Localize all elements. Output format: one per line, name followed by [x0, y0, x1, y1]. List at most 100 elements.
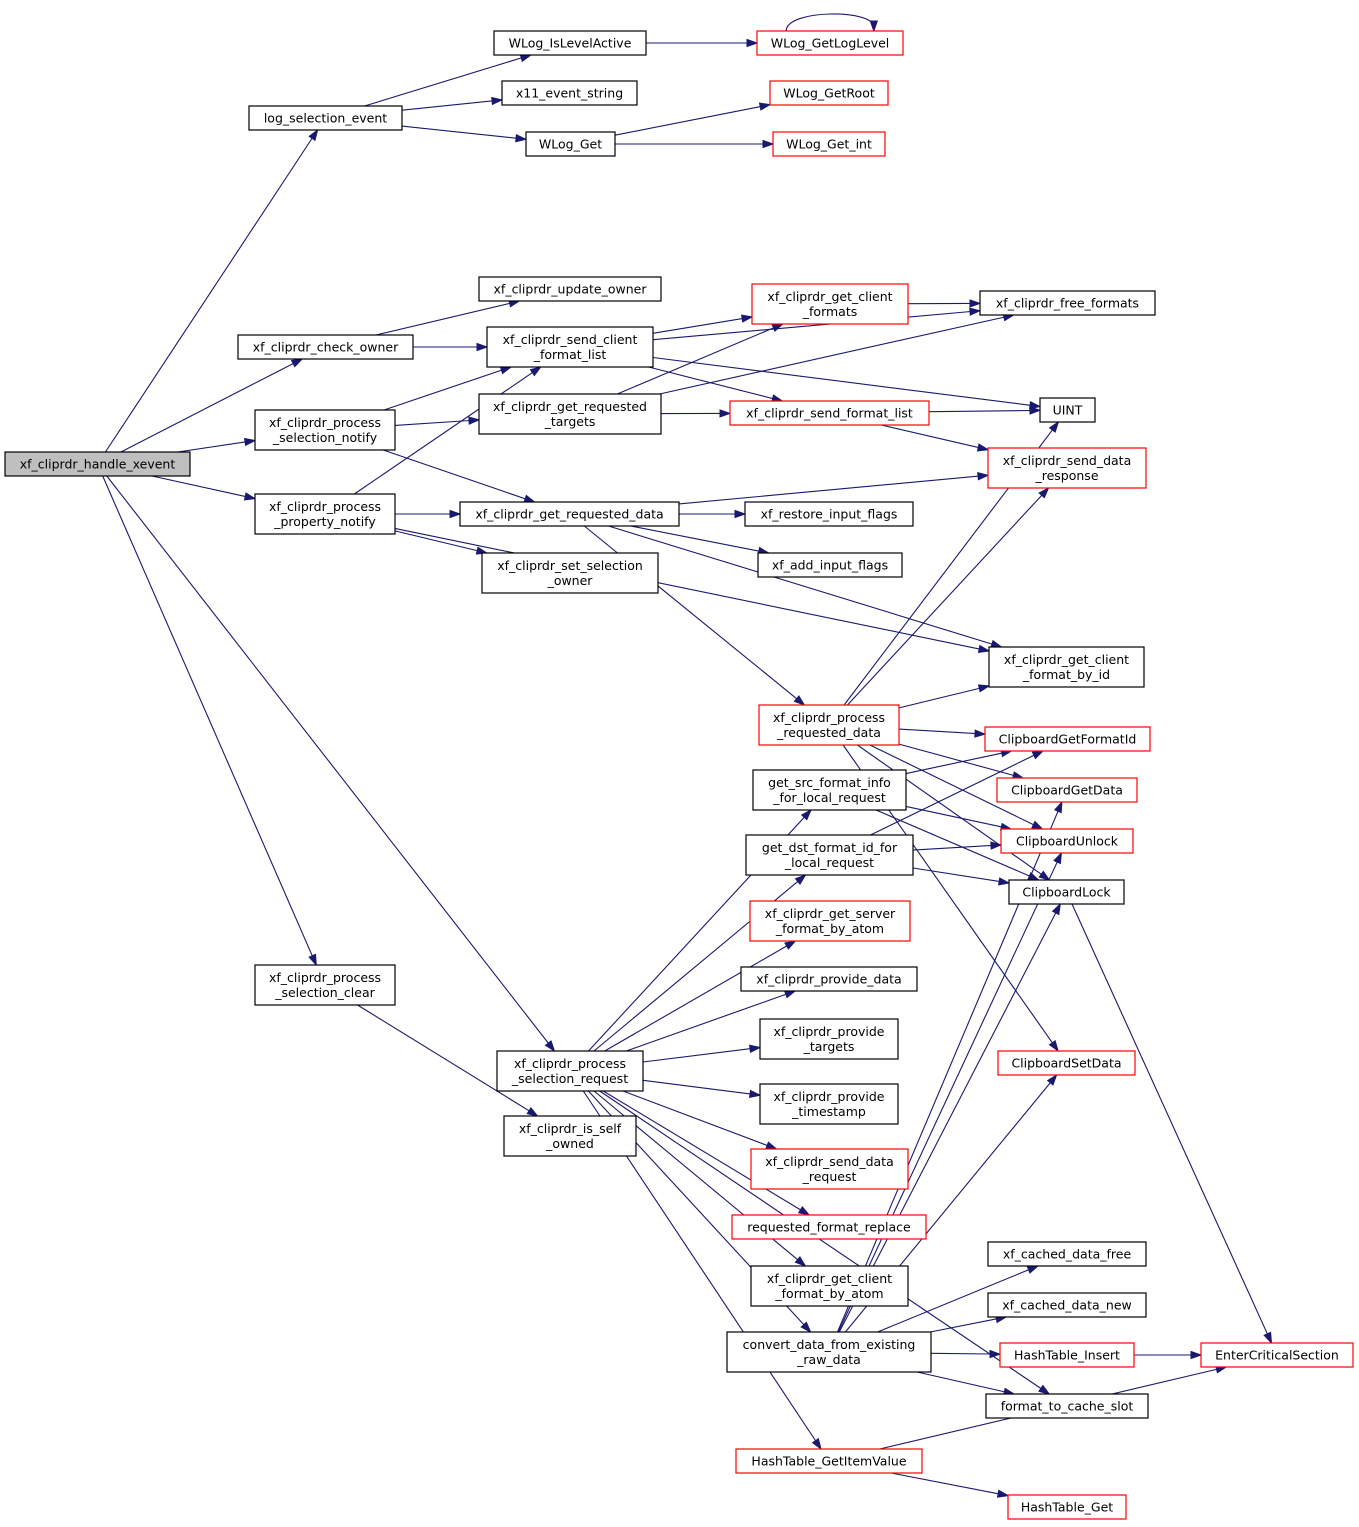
edge-chk_owner-to-send_cfl: [413, 342, 489, 352]
node-wlog-getint[interactable]: WLog_Get_int: [772, 131, 886, 157]
edge-proc_sr-to-prov_tg: [642, 1044, 762, 1063]
node-label: xf_cliprdr_get_client: [1004, 652, 1129, 667]
edge-line: [353, 371, 534, 495]
node-proc-sn[interactable]: xf_cliprdr_process_selection_notify: [254, 409, 396, 451]
node-root[interactable]: xf_cliprdr_handle_xevent: [4, 451, 191, 477]
edge-arrowhead: [990, 841, 1003, 850]
node-x11-str[interactable]: x11_event_string: [501, 80, 638, 106]
edge-line: [838, 911, 1057, 1333]
node-cb-setdata[interactable]: ClipboardSetData: [997, 1050, 1136, 1076]
node-label: HashTable_GetItemValue: [751, 1454, 906, 1469]
node-ht-get[interactable]: HashTable_Get: [1007, 1494, 1127, 1520]
node-get-cfid[interactable]: xf_cliprdr_get_client_format_by_id: [988, 646, 1145, 688]
node-box: [237, 334, 414, 360]
edge-line: [1071, 903, 1269, 1336]
node-cb-unlock[interactable]: ClipboardUnlock: [1000, 828, 1134, 854]
node-box: [731, 1214, 927, 1240]
node-wlog-get[interactable]: WLog_Get: [525, 131, 616, 157]
node-dst-fid[interactable]: get_dst_format_id_for_local_request: [745, 834, 914, 876]
node-box: [988, 646, 1145, 688]
edge-proc_sn-to-get_rt: [394, 416, 481, 426]
node-uint[interactable]: UINT: [1039, 397, 1096, 423]
node-label: xf_restore_input_flags: [761, 507, 898, 522]
edge-line: [869, 744, 1035, 826]
node-cached-new[interactable]: xf_cached_data_new: [987, 1292, 1147, 1318]
node-send-dr[interactable]: xf_cliprdr_send_data_response: [987, 447, 1147, 489]
node-restore-if[interactable]: xf_restore_input_flags: [744, 501, 914, 527]
edge-arrowhead: [1031, 820, 1044, 830]
edge-arrowhead: [749, 1089, 762, 1099]
node-label: xf_cliprdr_process: [773, 710, 885, 725]
edge-line: [785, 13, 875, 32]
node-get-cfa[interactable]: xf_cliprdr_get_client_format_by_atom: [750, 1265, 909, 1307]
node-label: _format_list: [533, 347, 607, 362]
edge-get_rd-to-restore_if: [679, 509, 747, 519]
edge-arrowhead: [449, 509, 462, 519]
node-label: xf_cliprdr_get_client: [767, 289, 892, 304]
node-add-if[interactable]: xf_add_input_flags: [757, 552, 903, 578]
node-proc-rd[interactable]: xf_cliprdr_process_requested_data: [758, 704, 900, 746]
edge-send_cfl-to-free_fmt: [652, 307, 982, 341]
node-send-fl[interactable]: xf_cliprdr_send_format_list: [729, 400, 930, 426]
node-prov-tg[interactable]: xf_cliprdr_provide_targets: [759, 1018, 899, 1060]
edge-line: [652, 356, 1032, 406]
edges-layer: [102, 13, 1273, 1498]
node-label: WLog_Get: [539, 137, 602, 152]
node-cb-getdata[interactable]: ClipboardGetData: [996, 777, 1138, 803]
edge-conv_data-to-fmt_cache: [916, 1371, 1016, 1396]
node-cb-getfid[interactable]: ClipboardGetFormatId: [984, 726, 1151, 752]
node-enter-cs[interactable]: EnterCriticalSection: [1200, 1342, 1354, 1368]
node-send-cfl[interactable]: xf_cliprdr_send_client_format_list: [486, 326, 654, 368]
node-proc-pn[interactable]: xf_cliprdr_process_property_notify: [254, 493, 396, 535]
node-log-sel[interactable]: log_selection_event: [248, 105, 403, 131]
node-src-fi[interactable]: get_src_format_info_for_local_request: [752, 769, 907, 811]
node-set-so[interactable]: xf_cliprdr_set_selection_owner: [481, 552, 659, 594]
edge-line: [617, 326, 775, 395]
edge-line: [877, 1268, 1030, 1333]
node-get-cfmt[interactable]: xf_cliprdr_get_client_formats: [751, 283, 909, 325]
node-ht-insert[interactable]: HashTable_Insert: [999, 1342, 1135, 1368]
edge-send_cfl-to-get_cfmt: [652, 314, 754, 334]
edge-line: [912, 867, 1001, 883]
node-get-sfa[interactable]: xf_cliprdr_get_server_format_by_atom: [749, 900, 911, 942]
edge-line: [401, 125, 518, 139]
node-upd-owner[interactable]: xf_cliprdr_update_owner: [478, 276, 662, 302]
node-req-fr[interactable]: requested_format_replace: [731, 1214, 927, 1240]
node-label: xf_cliprdr_check_owner: [253, 340, 399, 355]
node-box: [525, 131, 616, 157]
edge-arrowhead: [974, 729, 987, 738]
node-wlog-islevel[interactable]: WLog_IsLevelActive: [493, 30, 647, 56]
node-prov-data[interactable]: xf_cliprdr_provide_data: [740, 966, 918, 992]
edge-arrowhead: [996, 1489, 1010, 1498]
node-fmt-cache[interactable]: format_to_cache_slot: [985, 1393, 1149, 1419]
edge-arrowhead: [797, 1205, 811, 1216]
node-get-rt[interactable]: xf_cliprdr_get_requested_targets: [478, 393, 662, 435]
edge-proc_sr-to-send_dreq: [622, 1090, 778, 1150]
node-label: _format_by_atom: [775, 921, 884, 936]
edge-line: [905, 752, 1003, 775]
node-wlog-getlevel[interactable]: WLog_GetLogLevel: [756, 30, 904, 56]
node-label: xf_cliprdr_get_requested_data: [475, 507, 663, 522]
node-cached-free[interactable]: xf_cached_data_free: [987, 1241, 1147, 1267]
node-label: _property_notify: [273, 514, 376, 529]
node-ht-getiv[interactable]: HashTable_GetItemValue: [735, 1448, 923, 1474]
node-cb-lock[interactable]: ClipboardLock: [1008, 879, 1125, 905]
node-free-fmt[interactable]: xf_cliprdr_free_formats: [979, 290, 1156, 316]
node-label: xf_cliprdr_update_owner: [494, 282, 648, 297]
node-wlog-getroot[interactable]: WLog_GetRoot: [769, 80, 889, 106]
edge-root-to-log_sel: [104, 128, 319, 453]
node-prov-ts[interactable]: xf_cliprdr_provide_timestamp: [759, 1083, 899, 1125]
node-proc-sc[interactable]: xf_cliprdr_process_selection_clear: [254, 964, 396, 1006]
node-label: _requested_data: [776, 725, 881, 740]
node-is-self[interactable]: xf_cliprdr_is_self_owned: [503, 1115, 637, 1157]
node-conv-data[interactable]: convert_data_from_existing_raw_data: [726, 1331, 932, 1373]
edge-arrowhead: [1029, 401, 1042, 410]
node-box: [759, 1083, 899, 1125]
edge-get_rd-to-send_dr: [678, 472, 990, 505]
node-chk-owner[interactable]: xf_cliprdr_check_owner: [237, 334, 414, 360]
node-send-dreq[interactable]: xf_cliprdr_send_data_request: [750, 1148, 909, 1190]
node-proc-sr[interactable]: xf_cliprdr_process_selection_request: [496, 1050, 644, 1092]
node-get-rd[interactable]: xf_cliprdr_get_requested_data: [459, 501, 680, 527]
node-label: _owner: [547, 573, 594, 588]
edge-line: [642, 1048, 752, 1063]
